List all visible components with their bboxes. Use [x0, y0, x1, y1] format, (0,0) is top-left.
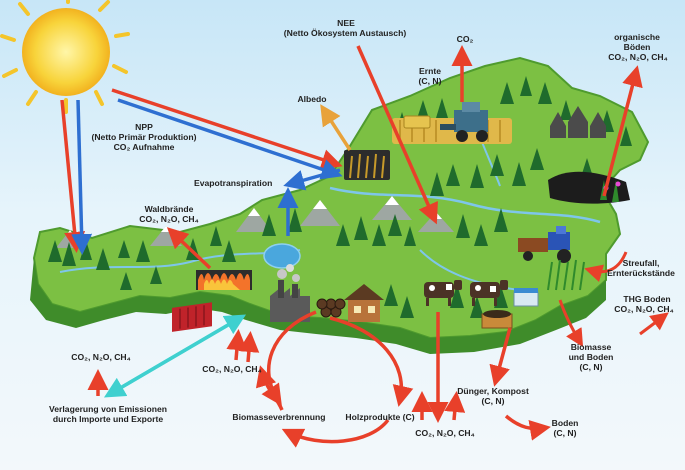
biomass-burning-label: Biomasseverbrennung: [232, 412, 326, 422]
hay-bale: [403, 115, 431, 129]
import-export-arrow: [103, 314, 247, 398]
organic-soil-arrow: [602, 65, 643, 197]
sun-icon: [0, 0, 130, 114]
albedo-arrow: [320, 104, 352, 151]
biomass-burning-loop: [255, 310, 414, 448]
albedo-label: Albedo: [297, 94, 327, 104]
bottom-emission-arrows: [411, 312, 551, 441]
cows: [424, 280, 508, 306]
biomass-soil-label-2: und Boden: [568, 352, 614, 362]
relocation-label-1: Verlagerung von Emissionen: [49, 404, 167, 414]
biomass-soil-cn: (C, N): [579, 362, 603, 372]
litterfall-arrow: [584, 251, 628, 282]
evapotranspiration-label: Evapotranspiration: [194, 178, 273, 188]
nee-arrow: [356, 45, 438, 225]
harvest-cn-label: (C, N): [418, 76, 442, 86]
market-stall: [513, 288, 539, 307]
corn-field: [547, 259, 585, 291]
forest-trees: [48, 76, 632, 318]
forest-fires-label: Waldbrände: [144, 204, 194, 214]
wood-products-label: Holzprodukte (C): [345, 412, 415, 422]
nee-title: NEE: [337, 18, 355, 28]
fertilizer-label-2: (C, N): [481, 396, 505, 406]
evapotranspiration-arrows: [277, 168, 341, 236]
biomass-soil-arrow: [558, 299, 584, 348]
fertilizer-label-1: Dünger, Kompost: [457, 386, 529, 396]
npp-arrows: [60, 88, 343, 255]
harvest-co2-label: CO₂: [456, 34, 474, 44]
log-pile: [316, 298, 346, 318]
thg-soil-arrow: [639, 312, 669, 336]
village-buildings: [550, 106, 606, 138]
soil-label: Boden: [551, 418, 579, 428]
tractor: [518, 226, 571, 263]
albedo-field: [344, 150, 390, 180]
nee-subtitle: (Netto Ökosystem Austausch): [283, 28, 407, 38]
container-emission-arrow: [226, 329, 260, 363]
litterfall-label-1: Streufall,: [622, 258, 660, 268]
organic-soils-gases: CO₂, N₂O, CH₄: [608, 52, 668, 62]
import-emissions-gases: CO₂, N₂O, CH₄: [71, 352, 131, 362]
container-emissions-gases: CO₂, N₂O, CH₄: [202, 364, 262, 374]
npp-co2-uptake: CO₂ Aufnahme: [113, 142, 175, 152]
organic-soils-label-1: organische: [614, 32, 660, 42]
harvest-label: Ernte: [419, 66, 441, 76]
organic-soils-label-2: Böden: [623, 42, 651, 52]
relocation-label-2: durch Importe und Exporte: [52, 414, 164, 424]
biomass-soil-label-1: Biomasse: [570, 342, 612, 352]
bottom-emissions-gases: CO₂, N₂O, CH₄: [415, 428, 475, 438]
litterfall-label-2: Ernterückstände: [607, 268, 675, 278]
shipping-container: [172, 302, 212, 332]
forest-fires-gases: CO₂, N₂O, CH₄: [139, 214, 199, 224]
thg-soil-gases: CO₂, N₂O, CH₄: [614, 304, 674, 314]
compost-crate: [481, 310, 513, 329]
wood-house: [344, 284, 384, 322]
forest-fire: [196, 270, 252, 290]
thg-soil-label: THG Boden: [623, 294, 671, 304]
npp-title: NPP: [135, 122, 153, 132]
soil-peat: [548, 171, 630, 204]
soil-cn-label: (C, N): [553, 428, 577, 438]
forest-fire-arrow: [166, 227, 212, 270]
npp-subtitle: (Netto Primär Produktion): [91, 132, 197, 142]
